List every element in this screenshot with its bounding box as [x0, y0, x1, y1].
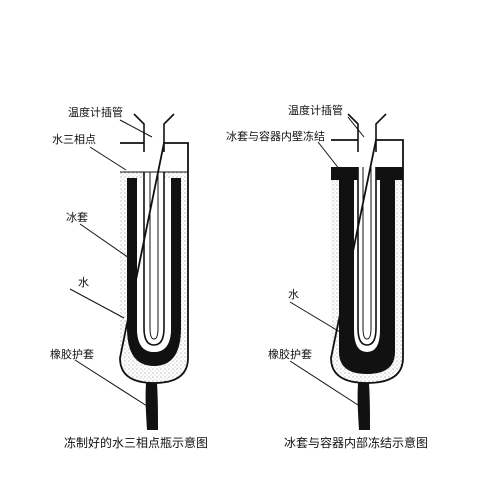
right-label-thermometer-well: 温度计插管	[288, 103, 343, 117]
right-leaders	[289, 116, 365, 406]
left-label-thermometer-well: 温度计插管	[68, 105, 123, 119]
left-label-rubber-sleeve: 橡胶护套	[50, 347, 94, 361]
right-ice-mantle	[347, 180, 387, 362]
right-label-wall-frozen: 冰套与容器内壁冻结	[226, 129, 325, 143]
left-ice-mantle	[127, 178, 181, 366]
left-container	[119, 142, 189, 384]
left-thermometer-well	[143, 152, 165, 346]
right-label-rubber-sleeve: 橡胶护套	[268, 347, 312, 361]
left-label-triple-point: 水三相点	[52, 133, 96, 146]
right-label-water: 水	[288, 288, 299, 301]
left-cell	[119, 113, 189, 430]
left-caption: 冻制好的水三相点瓶示意图	[64, 435, 208, 450]
right-caption: 冰套与容器内部冻结示意图	[284, 435, 428, 450]
left-label-ice-mantle: 冰套	[66, 211, 88, 224]
right-cell	[330, 113, 404, 430]
right-rubber-sleeve	[357, 383, 370, 430]
left-label-water: 水	[78, 276, 89, 289]
left-rubber-sleeve	[145, 383, 158, 430]
right-container	[330, 139, 404, 384]
left-leaders	[69, 119, 153, 407]
